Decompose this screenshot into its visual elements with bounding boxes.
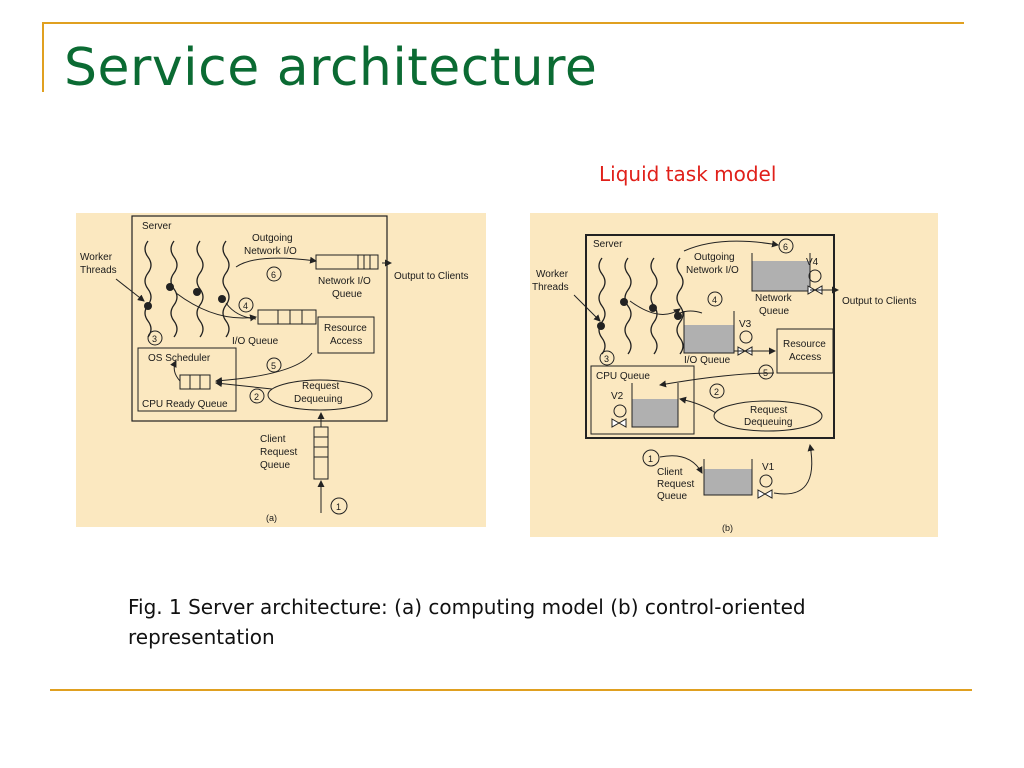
valve-v1-icon (757, 489, 773, 499)
worker-threads-label-2: Threads (80, 265, 117, 276)
request-queue-label-a: Request (260, 447, 297, 458)
cpu-queue-label: CPU Queue (596, 371, 650, 382)
output-label-b: Output to Clients (842, 296, 916, 307)
left-rule (42, 22, 44, 92)
top-rule (42, 22, 964, 24)
resource-access-box-a (317, 316, 375, 354)
resource-label-2-b: Access (789, 352, 821, 363)
server-box-b (585, 234, 835, 439)
request-label-a: Request (302, 381, 339, 392)
panel-a-label: (a) (266, 513, 277, 523)
network-queue-label-1: Network I/O (318, 276, 371, 287)
request-dequeuing-loop-b (713, 400, 823, 432)
bottom-rule (50, 689, 972, 691)
step-6-a: 6 (271, 270, 276, 280)
server-label-b: Server (593, 239, 623, 250)
client-label-a: Client (260, 434, 286, 445)
io-queue-tank-fill (684, 325, 734, 353)
step-6-b: 6 (783, 242, 788, 252)
cpu-ready-queue-label: CPU Ready Queue (142, 399, 228, 410)
diagram-a-panel: Server Worker Threads Outgoing Network I… (76, 213, 486, 527)
thread-1 (144, 240, 152, 338)
client-queue-tank-fill (704, 469, 752, 495)
thread-3 (196, 240, 204, 338)
diagram-b-panel: Server Worker Threads Outgoing Network I… (530, 213, 938, 537)
queue-label-b: Queue (657, 491, 687, 502)
valve-v2-icon (611, 418, 627, 428)
valve-v1-label: V1 (762, 462, 775, 473)
step-5-a: 5 (271, 361, 276, 371)
step-4-b: 4 (712, 295, 717, 305)
worker-threads-label-2-b: Threads (532, 282, 569, 293)
network-io-queue (315, 254, 379, 270)
step-4-a: 4 (243, 301, 248, 311)
outgoing-label-2-b: Network I/O (686, 265, 739, 276)
network-queue-label-2: Queue (332, 289, 362, 300)
thread-4-b (676, 257, 684, 355)
outgoing-label-1: Outgoing (252, 233, 293, 244)
step-3-b: 3 (604, 354, 609, 364)
step-1-b: 1 (648, 454, 653, 464)
dequeuing-label-a: Dequeuing (294, 394, 342, 405)
client-request-queue-a (313, 426, 329, 480)
worker-threads-label-1: Worker (80, 252, 113, 263)
resource-label-1-b: Resource (783, 339, 826, 350)
network-queue-label-1-b: Network (755, 293, 793, 304)
io-queue-label-b: I/O Queue (684, 355, 731, 366)
request-queue-label-b: Request (657, 479, 694, 490)
resource-label-2-a: Access (330, 336, 362, 347)
request-label-b: Request (750, 405, 787, 416)
server-label: Server (142, 221, 172, 232)
step-2-a: 2 (254, 392, 259, 402)
io-queue-tank (683, 311, 735, 354)
step-2-b: 2 (714, 387, 719, 397)
diagram-a-svg: Server Worker Threads Outgoing Network I… (80, 215, 468, 523)
slide-title: Service architecture (64, 38, 598, 98)
output-label-a: Output to Clients (394, 271, 468, 282)
valve-v2-label: V2 (611, 391, 624, 402)
client-label-b: Client (657, 467, 683, 478)
dequeuing-label-b: Dequeuing (744, 417, 792, 428)
cpu-queue-box (590, 365, 695, 435)
diagram-b-svg: Server Worker Threads Outgoing Network I… (532, 234, 916, 533)
network-queue-tank-fill (752, 261, 810, 291)
resource-access-box-b (776, 328, 834, 374)
queue-label-a: Queue (260, 460, 290, 471)
os-scheduler-label: OS Scheduler (148, 353, 211, 364)
network-queue-label-2-b: Queue (759, 306, 789, 317)
thread-1-b (598, 257, 606, 355)
valve-v4-label: V4 (806, 257, 819, 268)
step-5-b: 5 (763, 368, 768, 378)
io-queue (257, 309, 317, 325)
slide-subtitle: Liquid task model (599, 162, 777, 186)
cpu-queue-tank-fill (632, 399, 678, 427)
request-dequeuing-loop-a (267, 379, 373, 411)
client-queue-tank (703, 459, 753, 496)
valve-v3-label: V3 (739, 319, 752, 330)
io-queue-label-a: I/O Queue (232, 336, 279, 347)
worker-threads-label-1-b: Worker (536, 269, 569, 280)
thread-2-b (624, 257, 632, 355)
resource-label-1-a: Resource (324, 323, 367, 334)
server-box (131, 215, 388, 422)
outgoing-label-2: Network I/O (244, 246, 297, 257)
cpu-queue-tank (631, 383, 679, 428)
thread-2 (170, 240, 178, 338)
panel-b-label: (b) (722, 523, 733, 533)
step-1-a: 1 (336, 502, 341, 512)
figure-caption: Fig. 1 Server architecture: (a) computin… (128, 595, 806, 649)
cpu-ready-queue (179, 374, 211, 390)
step-3-a: 3 (152, 334, 157, 344)
thread-4 (222, 240, 230, 338)
outgoing-label-1-b: Outgoing (694, 252, 735, 263)
